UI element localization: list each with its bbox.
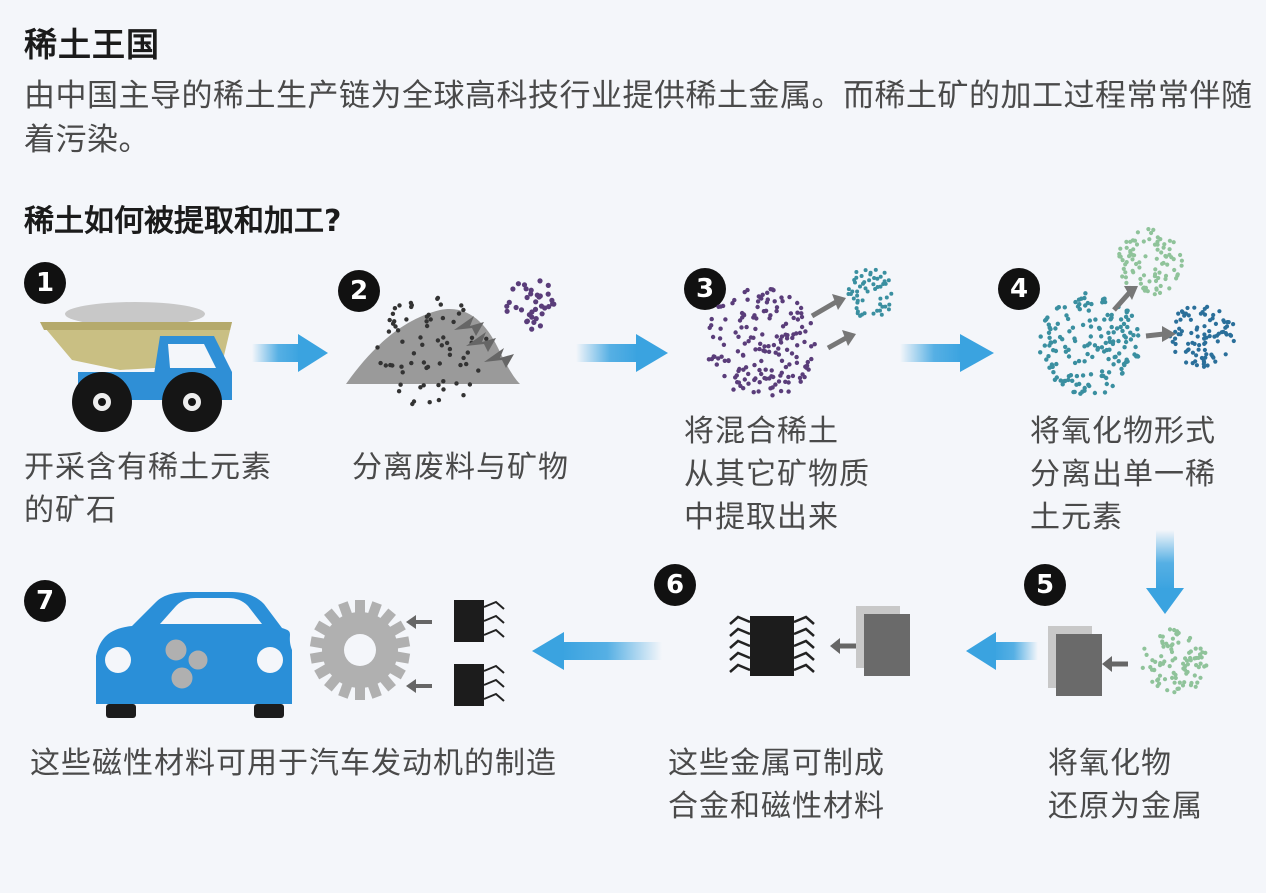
step-2-label: 分离废料与矿物 [352,450,569,485]
step-4-badge: 4 [998,268,1040,310]
mining-truck-icon [40,302,232,432]
step-4-label: 将氧化物形式 分离出单一稀 土元素 [1030,414,1216,535]
flow-arrow-6-7 [532,632,662,670]
step-7-label: 这些磁性材料可用于汽车发动机的制造 [30,746,557,781]
flow-arrow-1-2 [252,334,328,372]
step-7-badge: 7 [24,580,66,622]
step-1-badge: 1 [24,262,66,304]
page-subtitle: 由中国主导的稀土生产链为全球高科技行业提供稀土金属。而稀土矿的加工过程常常伴随着… [24,78,1253,158]
section-question: 稀土如何被提取和加工? [24,204,342,239]
gear-icon [309,600,411,700]
step-3-label: 将混合稀土 从其它矿物质 中提取出来 [684,414,870,535]
flow-arrow-5-6 [966,632,1038,670]
flow-arrow-2-3 [576,334,668,372]
page-title: 稀土王国 [24,25,160,64]
ore-pile-icon [346,278,557,407]
step-1-label: 开采含有稀土元素 的矿石 [24,450,272,528]
alloy-magnet-icon [729,606,910,676]
step-2-badge: 2 [338,270,380,312]
magnet-chip-icon [406,600,505,706]
step-3-badge: 3 [684,268,726,310]
flow-arrow-3-4 [900,334,994,372]
flow-arrow-4-5 [1146,530,1184,614]
mixed-rare-earth-cluster-icon [706,267,894,398]
step-6-badge: 6 [654,564,696,606]
metal-reduction-icon [1048,626,1209,696]
car-icon [96,592,292,718]
step-5-badge: 5 [1024,564,1066,606]
separated-elements-icon [1038,227,1236,396]
step-6-label: 这些金属可制成 合金和磁性材料 [668,746,885,824]
step-5-label: 将氧化物 还原为金属 [1048,746,1203,824]
